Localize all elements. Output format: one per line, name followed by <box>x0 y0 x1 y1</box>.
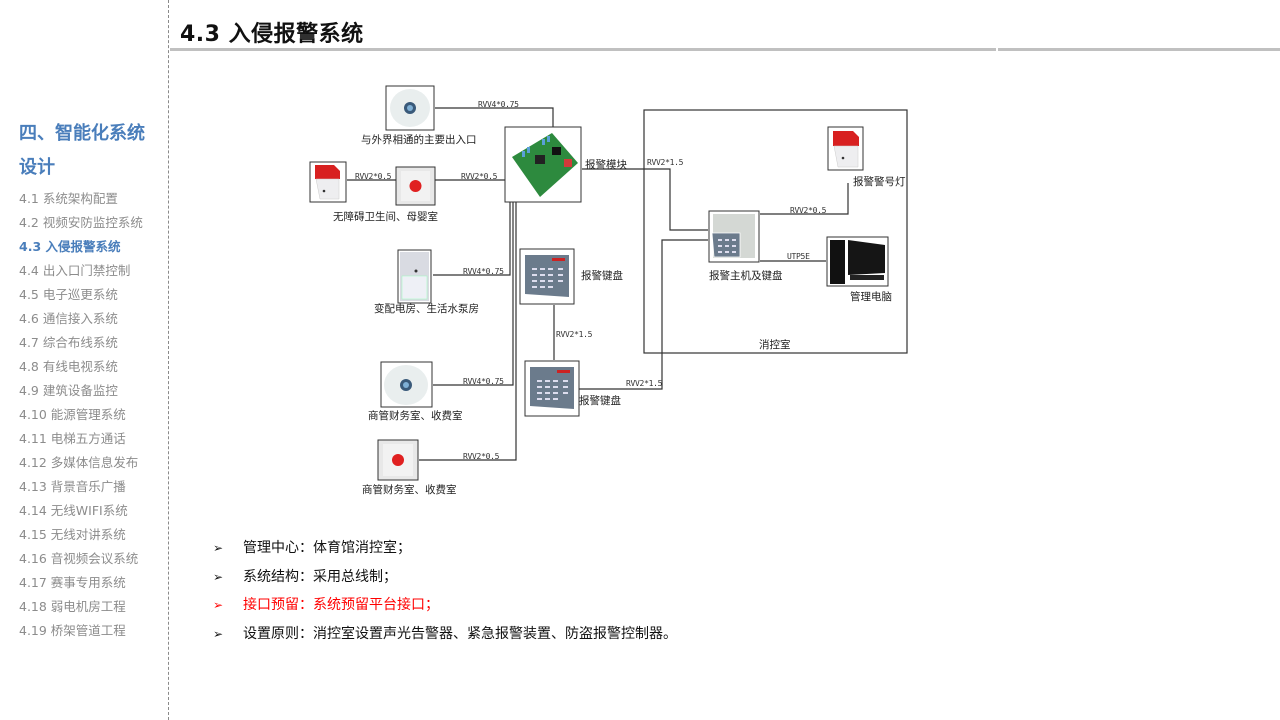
title-underline-gap <box>996 47 998 52</box>
bullet-item: ➢ 设置原则：消控室设置声光告警器、紧急报警装置、防盗报警控制器。 <box>213 620 677 649</box>
sidebar-heading-line2: 设计 <box>19 157 55 178</box>
label-finance-button: 商管财务室、收费室 <box>362 484 457 496</box>
ceiling-detector-icon <box>385 85 435 131</box>
sidebar-item[interactable]: 4.4 出入口门禁控制 <box>19 263 131 278</box>
ceiling-detector-icon <box>380 361 433 408</box>
sidebar-item[interactable]: 4.6 通信接入系统 <box>19 311 118 326</box>
title-underline <box>170 48 1280 51</box>
strobe-siren-icon <box>827 126 864 171</box>
alarm-keypad-icon <box>519 248 575 305</box>
wire-bus-finance-detector <box>433 202 514 386</box>
sidebar-item[interactable]: 4.19 桥架管道工程 <box>19 623 126 638</box>
wire-label: RVV2*0.5 <box>790 206 827 215</box>
sidebar-divider <box>168 0 169 720</box>
sidebar-item[interactable]: 4.11 电梯五方通话 <box>19 431 126 446</box>
alarm-host-icon <box>708 210 760 263</box>
wire-keypad2-host <box>579 239 708 390</box>
control-room-boundary <box>643 109 908 354</box>
sidebar-item[interactable]: 4.3 入侵报警系统 <box>19 239 121 254</box>
bullet-item: ➢ 接口预留：系统预留平台接口； <box>213 591 677 620</box>
bullet-text: 接口预留：系统预留平台接口； <box>243 597 439 613</box>
sidebar-item[interactable]: 4.18 弱电机房工程 <box>19 599 126 614</box>
wire-host-strobe <box>760 183 849 215</box>
computer-icon <box>826 236 889 287</box>
alarm-module-board-icon <box>504 126 582 203</box>
bullet-arrow-icon: ➢ <box>213 541 224 555</box>
sidebar-item[interactable]: 4.13 背景音乐广播 <box>19 479 126 494</box>
label-keypad-2: 报警键盘 <box>579 395 621 407</box>
wire-bus-pir <box>433 202 511 276</box>
wiring <box>347 107 849 461</box>
bullet-list: ➢ 管理中心：体育馆消控室； ➢ 系统结构：采用总线制； ➢ 接口预留：系统预留平台接口；… <box>213 534 677 648</box>
wire-label: RVV4*0.75 <box>463 377 504 386</box>
alarm-keypad-icon <box>524 360 580 417</box>
wire-label: RVV4*0.75 <box>463 267 504 276</box>
sidebar-item[interactable]: 4.10 能源管理系统 <box>19 407 126 422</box>
bullet-arrow-icon: ➢ <box>213 598 224 612</box>
bullet-text: 系统结构：采用总线制； <box>243 568 397 585</box>
emergency-button-icon <box>395 166 436 206</box>
label-strobe-light: 报警警号灯 <box>853 176 906 188</box>
emergency-button-icon <box>377 439 419 481</box>
siren-icon <box>309 161 347 203</box>
bullet-arrow-icon: ➢ <box>213 626 224 641</box>
label-control-room: 消控室 <box>759 339 791 351</box>
sidebar-item[interactable]: 4.15 无线对讲系统 <box>19 527 126 542</box>
page-title: 4.3 入侵报警系统 <box>180 22 364 47</box>
wire-label: RVV2*1.5 <box>626 379 663 388</box>
sidebar-nav: 四、智能化系统 设计 4.1 系统架构配置 4.2 视频安防监控系统 4.3 入侵报… <box>19 117 164 643</box>
label-substation-pump: 变配电房、生活水泵房 <box>374 303 479 315</box>
label-accessible-restroom: 无障碍卫生间、母婴室 <box>333 211 438 223</box>
label-main-entrance: 与外界相通的主要出入口 <box>361 134 477 146</box>
sidebar-item[interactable]: 4.5 电子巡更系统 <box>19 287 118 302</box>
pir-detector-icon <box>397 249 432 304</box>
sidebar-item[interactable]: 4.17 赛事专用系统 <box>19 575 126 590</box>
bullet-item: ➢ 管理中心：体育馆消控室； <box>213 534 677 563</box>
label-finance-detector: 商管财务室、收费室 <box>368 410 463 422</box>
sidebar-item[interactable]: 4.9 建筑设备监控 <box>19 383 118 398</box>
sidebar-heading-line1: 四、智能化系统 <box>19 123 145 144</box>
wire-label: UTP5E <box>787 252 810 261</box>
wire-label: RVV2*0.5 <box>461 172 498 181</box>
label-mgmt-pc: 管理电脑 <box>850 291 892 303</box>
label-keypad-1: 报警键盘 <box>581 270 623 282</box>
diagram-canvas <box>309 85 908 481</box>
sidebar-list: 4.1 系统架构配置 4.2 视频安防监控系统 4.3 入侵报警系统 4.4 出入口门… <box>19 187 164 643</box>
wire-entrance-module <box>435 107 554 127</box>
bullet-text: 管理中心：体育馆消控室； <box>243 540 411 556</box>
sidebar-item[interactable]: 4.16 音视频会议系统 <box>19 551 139 566</box>
wire-bus-finance-button <box>419 202 517 461</box>
wire-label: RVV2*0.5 <box>463 452 500 461</box>
wire-label: RVV4*0.75 <box>478 100 519 109</box>
sidebar-item[interactable]: 4.14 无线WIFI系统 <box>19 503 128 518</box>
label-alarm-host: 报警主机及键盘 <box>709 270 783 282</box>
intrusion-alarm-diagram: 与外界相通的主要出入口 报警模块 无障碍卫生间、母婴室 变配电房、生活水泵房 报… <box>290 75 930 505</box>
bullet-item: ➢ 系统结构：采用总线制； <box>213 563 677 592</box>
sidebar-item[interactable]: 4.2 视频安防监控系统 <box>19 215 143 230</box>
sidebar-item[interactable]: 4.12 多媒体信息发布 <box>19 455 139 470</box>
bullet-arrow-icon: ➢ <box>213 569 224 584</box>
wire-label: RVV2*1.5 <box>647 158 684 167</box>
wire-label: RVV2*1.5 <box>556 330 593 339</box>
sidebar-item[interactable]: 4.1 系统架构配置 <box>19 191 118 206</box>
sidebar-item[interactable]: 4.7 综合布线系统 <box>19 335 118 350</box>
wire-module-host <box>582 168 708 231</box>
label-alarm-module: 报警模块 <box>585 159 627 171</box>
bullet-text: 设置原则：消控室设置声光告警器、紧急报警装置、防盗报警控制器。 <box>243 625 677 642</box>
sidebar-item[interactable]: 4.8 有线电视系统 <box>19 359 118 374</box>
wire-label: RVV2*0.5 <box>355 172 392 181</box>
